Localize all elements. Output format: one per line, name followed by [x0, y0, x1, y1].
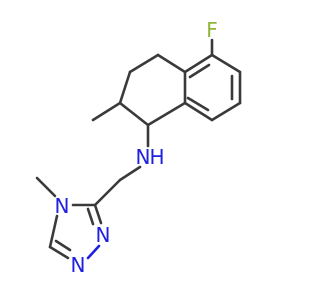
bond — [86, 244, 101, 260]
bond — [188, 63, 211, 79]
triazole-ring — [48, 203, 103, 260]
bond — [128, 53, 160, 74]
bond — [156, 53, 187, 74]
bond — [54, 239, 72, 252]
methyl-bond — [35, 176, 57, 198]
molecule-diagram: F N H N N N — [35, 18, 242, 277]
amine-h-label: H — [149, 145, 164, 169]
bond — [86, 207, 95, 226]
bond — [183, 101, 214, 122]
amine-n-label: N — [136, 145, 151, 169]
bond — [118, 101, 150, 127]
bond — [210, 53, 242, 74]
aromatic-ring — [183, 53, 242, 122]
fluorine-label: F — [206, 18, 218, 42]
methyl-bond — [91, 101, 122, 122]
structure-canvas: F N H N N N — [35, 18, 242, 277]
saturated-ring — [118, 53, 187, 127]
bond — [118, 165, 142, 182]
triazole-n1-label: N — [71, 253, 86, 277]
bond — [93, 203, 103, 225]
bond — [118, 70, 132, 105]
bond — [186, 96, 210, 112]
triazole-n4-label: N — [55, 194, 70, 218]
bond — [146, 101, 187, 127]
triazole-n2-label: N — [96, 223, 111, 247]
bond — [48, 245, 70, 260]
bond — [93, 178, 122, 207]
bond — [48, 214, 59, 249]
bond — [210, 101, 242, 122]
bond — [183, 53, 214, 74]
